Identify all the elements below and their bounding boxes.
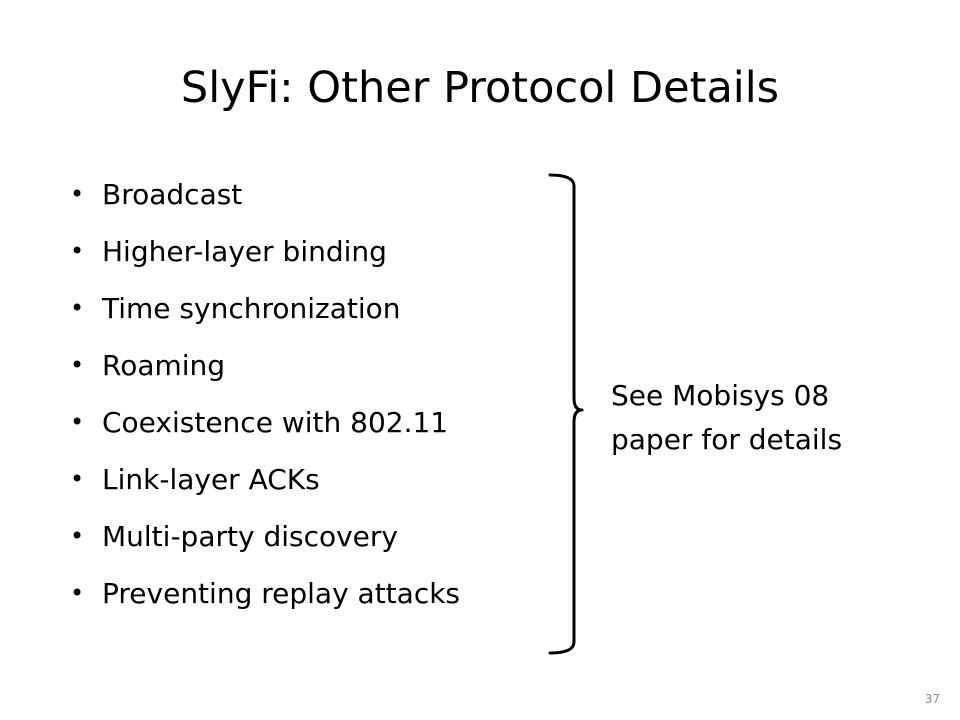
bullet-item: • Preventing replay attacks	[70, 565, 460, 622]
bullet-dot: •	[70, 465, 85, 493]
bullet-item: • Time synchronization	[70, 280, 460, 337]
bullet-text: Link-layer ACKs	[102, 463, 320, 496]
bullet-dot: •	[70, 294, 85, 322]
bullet-item: • Multi-party discovery	[70, 508, 460, 565]
bullet-item: • Roaming	[70, 337, 460, 394]
bullet-item: • Higher-layer binding	[70, 223, 460, 280]
bullet-dot: •	[70, 351, 85, 379]
bullet-text: Multi-party discovery	[102, 520, 398, 553]
bullet-list: • Broadcast • Higher-layer binding • Time s…	[70, 166, 460, 622]
details-note: See Mobisys 08 paper for details	[611, 374, 842, 462]
bullet-text: Time synchronization	[102, 292, 401, 325]
bullet-text: Coexistence with 802.11	[102, 406, 449, 439]
bullet-dot: •	[70, 237, 85, 265]
bullet-dot: •	[70, 180, 85, 208]
details-note-line: See Mobisys 08	[611, 379, 830, 412]
bullet-text: Roaming	[102, 349, 226, 382]
bullet-dot: •	[70, 522, 85, 550]
bullet-text: Broadcast	[102, 178, 243, 211]
bullet-text: Preventing replay attacks	[102, 577, 461, 610]
right-brace-icon	[548, 173, 584, 655]
slide-number: 37	[924, 692, 940, 706]
bullet-item: • Link-layer ACKs	[70, 451, 460, 508]
bullet-text: Higher-layer binding	[102, 235, 387, 268]
bullet-item: • Coexistence with 802.11	[70, 394, 460, 451]
details-note-line: paper for details	[611, 423, 843, 456]
bullet-dot: •	[70, 408, 85, 436]
bullet-dot: •	[70, 579, 85, 607]
slide-title: SlyFi: Other Protocol Details	[180, 63, 780, 113]
bullet-item: • Broadcast	[70, 166, 460, 223]
